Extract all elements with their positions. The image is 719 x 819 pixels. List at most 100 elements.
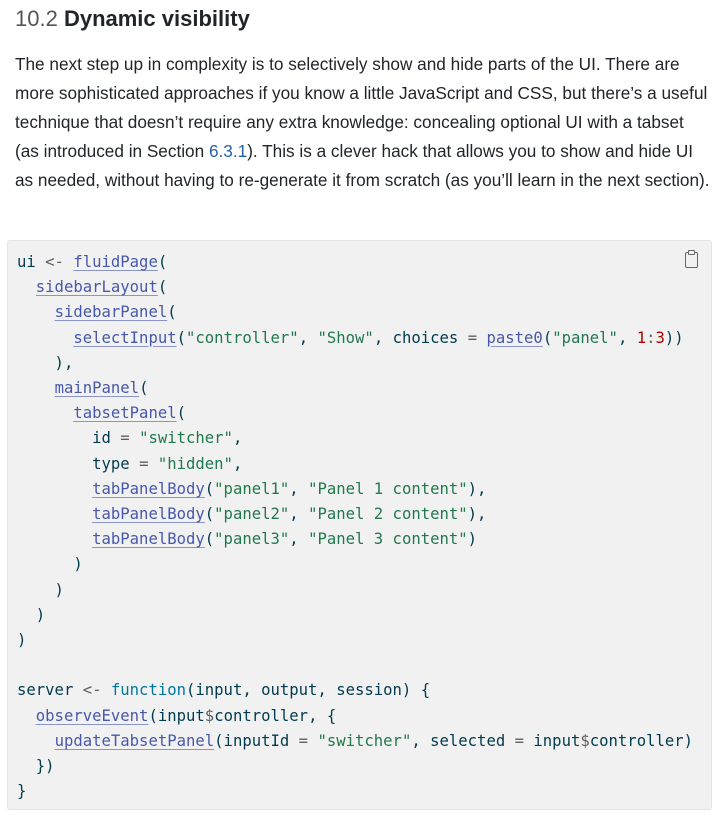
code-line: ) [17, 555, 83, 574]
code-line: ) [17, 631, 26, 649]
code-token: ) [17, 580, 64, 599]
code-line: observeEvent(input$controller, { [17, 707, 336, 725]
code-content: ui <- fluidPage( sidebarLayout( sidebarP… [17, 250, 693, 804]
code-token: }) [17, 757, 55, 776]
code-token: ), [467, 479, 487, 498]
code-token: <- [82, 681, 102, 700]
code-token [17, 707, 36, 725]
code-token: "panel2" [214, 505, 290, 524]
code-line: ), [17, 353, 74, 372]
function-link[interactable]: tabsetPanel [73, 404, 177, 423]
code-token: ( [204, 530, 215, 549]
code-token: (input, output, session) { [186, 681, 431, 700]
function-link[interactable]: tabPanelBody [92, 530, 205, 549]
code-token: $ [204, 706, 215, 725]
section-link[interactable]: 6.3.1 [208, 141, 248, 161]
function-link[interactable]: sidebarPanel [54, 303, 168, 322]
function-link[interactable]: tabPanelBody [92, 479, 205, 498]
function-link[interactable]: updateTabsetPanel [54, 731, 215, 750]
code-token: "panel3" [214, 530, 290, 549]
code-token: ) [17, 605, 46, 624]
code-token: , [232, 454, 243, 473]
code-token: , [289, 530, 309, 549]
code-token: (inputId [214, 731, 299, 750]
code-token: "Panel 2 content" [308, 505, 468, 524]
code-token: , selected [411, 731, 515, 750]
code-token: server [17, 681, 83, 700]
code-token [102, 681, 111, 699]
code-token: , [617, 328, 637, 347]
code-token: controller, { [214, 706, 337, 725]
function-link[interactable]: sidebarLayout [35, 278, 158, 297]
code-token: ( [157, 278, 168, 297]
clipboard-icon[interactable] [685, 250, 698, 268]
code-token [17, 379, 55, 397]
code-token: )) [664, 328, 684, 347]
code-line: type = "hidden", [17, 455, 242, 473]
code-token: input [524, 731, 581, 750]
code-token: ( [176, 328, 187, 347]
code-token [17, 732, 55, 750]
code-token: , [289, 479, 309, 498]
code-token: , [298, 328, 318, 347]
function-link[interactable]: selectInput [73, 328, 177, 347]
code-token [17, 303, 55, 321]
code-token: ( [542, 328, 553, 347]
code-token [17, 329, 73, 347]
code-token: ( [139, 379, 149, 398]
code-token: ( [167, 303, 177, 322]
code-token: ) [17, 631, 27, 650]
code-token: ui [17, 253, 46, 271]
code-token: type [17, 454, 140, 473]
code-token: "panel" [552, 328, 618, 347]
function-link[interactable]: paste0 [486, 328, 543, 347]
code-token: "controller" [186, 328, 299, 347]
function-link[interactable]: observeEvent [35, 706, 149, 725]
code-line: ) [17, 606, 45, 624]
code-token [17, 404, 73, 422]
code-token: ), [467, 505, 487, 524]
code-token: = [120, 429, 130, 448]
intro-paragraph: The next step up in complexity is to sel… [15, 50, 710, 195]
code-token: <- [45, 253, 64, 271]
intro-text-end: ). This is a clever hack that allows you… [15, 141, 710, 190]
code-token [17, 530, 92, 548]
code-token [17, 278, 36, 296]
function-link[interactable]: tabPanelBody [92, 505, 205, 524]
section-heading: 10.2 Dynamic visibility [15, 4, 250, 34]
code-token: ) [467, 530, 478, 549]
code-line: tabsetPanel( [17, 404, 186, 422]
code-token: "panel1" [214, 479, 290, 498]
code-token [148, 455, 157, 473]
code-line: sidebarPanel( [17, 303, 177, 321]
code-token: , [232, 429, 243, 448]
code-token: (input [148, 706, 205, 725]
code-token [17, 480, 92, 498]
code-line: tabPanelBody("panel3", "Panel 3 content"… [17, 530, 477, 548]
code-token: , choices [373, 328, 468, 347]
code-token: 3 [655, 328, 665, 347]
function-link[interactable]: mainPanel [54, 379, 140, 398]
code-token: ) [17, 555, 83, 574]
code-line: tabPanelBody("panel1", "Panel 1 content"… [17, 480, 486, 498]
code-line: ) [17, 581, 64, 599]
code-token: "switcher" [317, 731, 412, 750]
code-token: = [139, 454, 149, 473]
code-line: } [17, 782, 26, 800]
code-token: : [646, 328, 656, 347]
code-token [17, 505, 92, 523]
intro-text: The next step up in complexity is to sel… [15, 54, 708, 161]
code-line: id = "switcher", [17, 429, 242, 447]
code-line: tabPanelBody("panel2", "Panel 2 content"… [17, 505, 486, 523]
section-title: Dynamic visibility [63, 6, 250, 31]
code-line: ui <- fluidPage( [17, 253, 167, 271]
code-token: ), [17, 353, 74, 372]
code-block: ui <- fluidPage( sidebarLayout( sidebarP… [7, 240, 712, 810]
code-line: updateTabsetPanel(inputId = "switcher", … [17, 732, 693, 750]
code-token: } [17, 782, 27, 801]
code-token: , [289, 505, 309, 524]
code-token: $ [580, 731, 590, 750]
function-link[interactable]: fluidPage [73, 253, 158, 271]
code-token: = [298, 731, 309, 750]
code-token: ( [157, 253, 168, 271]
